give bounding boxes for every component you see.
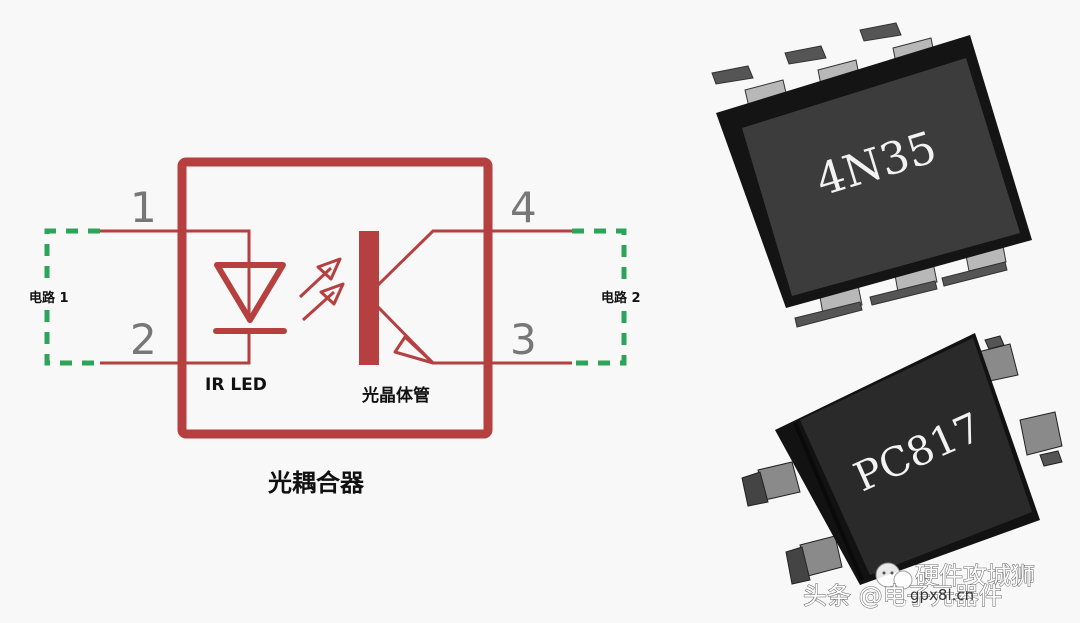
pin-4-label: 4 bbox=[510, 183, 537, 232]
chip-4n35-top-face bbox=[742, 58, 1020, 296]
diagram-title: 光耦合器 bbox=[267, 469, 365, 497]
optocoupler-package-box bbox=[177, 157, 493, 439]
chip-pc817-left-leads bbox=[741, 461, 843, 585]
external-wires bbox=[100, 229, 572, 365]
circuit-2-label: 电路 2 bbox=[601, 290, 641, 306]
chip-4n35: 4N35 bbox=[711, 22, 1032, 328]
watermark: 硬件攻城狮 头条 @电子元器件 gpx8l.cn bbox=[803, 562, 1036, 611]
watermark-url: gpx8l.cn bbox=[910, 586, 974, 604]
pin-1-label: 1 bbox=[130, 183, 157, 232]
light-emission-arrows-icon bbox=[298, 257, 345, 322]
phototransistor-base-bar bbox=[359, 231, 379, 365]
watermark-source: 头条 @电子元器件 bbox=[803, 582, 1003, 610]
pin-3-label: 3 bbox=[510, 315, 537, 364]
watermark-account-name: 硬件攻城狮 bbox=[915, 562, 1035, 590]
phototransistor-label: 光晶体管 bbox=[361, 385, 430, 406]
pin-2-label: 2 bbox=[130, 315, 157, 364]
ir-led-label: IR LED bbox=[205, 375, 267, 395]
circuit-1-label: 电路 1 bbox=[29, 290, 69, 306]
internal-wires bbox=[186, 229, 484, 365]
chip-pc817-top-face bbox=[800, 338, 1032, 575]
ir-led-diode-icon bbox=[213, 262, 287, 334]
chip-pc817: PC817 bbox=[741, 333, 1063, 585]
emitter-arrow-icon bbox=[393, 335, 435, 365]
